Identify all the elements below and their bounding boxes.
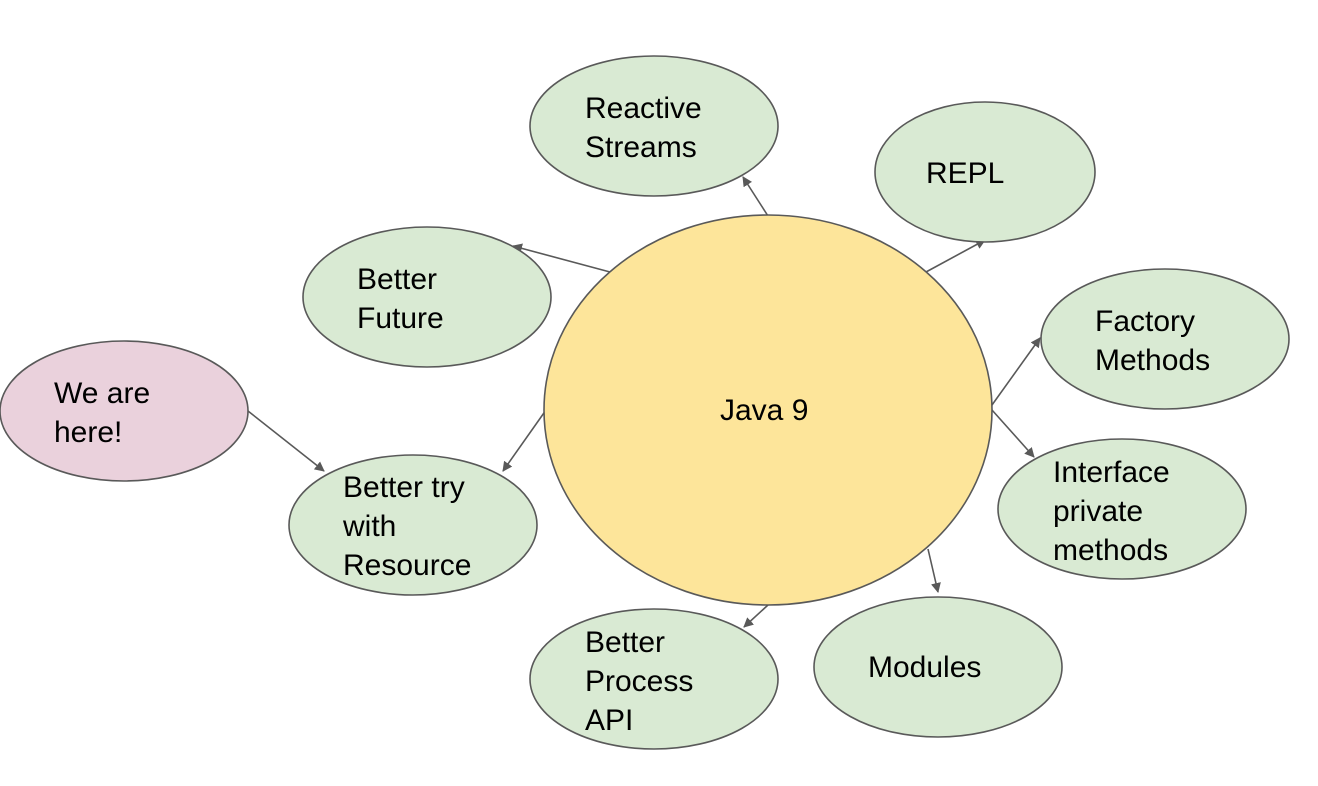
edge-here-to-trywith [247,410,325,472]
node-modules-shape [813,596,1063,738]
node-modules-label: Modules [868,651,981,684]
node-reactive-label-line: Reactive [585,92,702,125]
node-here-shape [0,340,249,482]
edge-java9-to-reactive [742,176,769,217]
node-trywith-label-line: Resource [343,549,471,582]
node-factory-shape [1040,268,1290,410]
node-here[interactable]: We are here! [0,340,249,482]
node-process-shape [529,608,779,750]
node-factory-label-line: Methods [1095,344,1210,377]
node-factory-label-line: Factory [1095,305,1195,338]
node-interface-label-line: private [1053,495,1143,528]
node-interface-label: Interface private methods [1053,456,1170,567]
node-interface-label-line: methods [1053,534,1168,567]
node-process-label-line: API [585,704,633,737]
node-modules-label-line: Modules [868,651,981,684]
edge-java9-to-modules [927,548,941,593]
node-repl-label: REPL [926,157,1004,190]
node-modules[interactable]: Modules [813,596,1063,738]
node-future-label-line: Future [357,302,444,335]
edge-java9-to-future [512,243,611,273]
node-interface[interactable]: Interface private methods [997,438,1247,580]
node-process-label-line: Process [585,665,693,698]
node-reactive-shape [529,55,779,197]
edge-java9-to-trywith [502,409,547,472]
node-java9-label-line: Java 9 [720,394,808,427]
node-java9-label: Java 9 [720,394,808,427]
node-java9[interactable]: Java 9 [543,214,993,606]
node-here-label: We are here! [54,377,150,449]
node-interface-label-line: Interface [1053,456,1170,489]
node-java9-shape [543,214,993,606]
node-reactive-label-line: Streams [585,131,697,164]
node-process-label-line: Better [585,626,665,659]
node-trywith-shape [288,454,538,596]
node-here-label-line: here! [54,416,122,449]
node-repl[interactable]: REPL [874,101,1096,243]
node-future-label-line: Better [357,263,437,296]
edge-java9-to-factory [991,337,1041,406]
node-here-label-line: We are [54,377,150,410]
node-future-shape [302,226,552,368]
node-interface-shape [997,438,1247,580]
node-trywith-label-line: with [342,510,396,543]
node-repl-shape [874,101,1096,243]
edge-java9-to-interface [991,409,1035,458]
edge-java9-to-process [743,604,769,628]
node-repl-label-line: REPL [926,157,1004,190]
node-trywith-label-line: Better try [343,471,465,504]
edge-java9-to-repl [925,239,986,273]
